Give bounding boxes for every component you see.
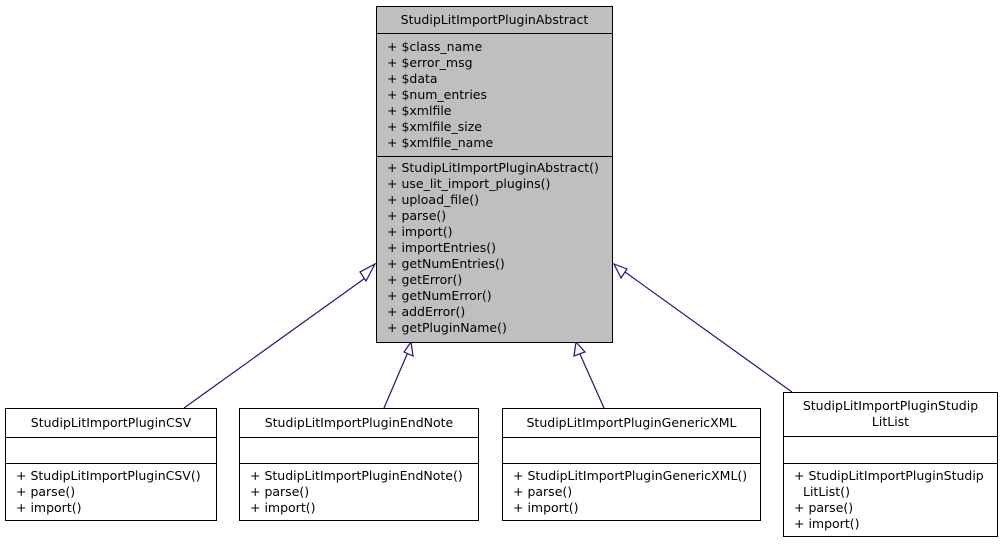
attribute: + $xmlfile_name (387, 135, 494, 150)
methods: + StudipLitImportPluginCSV() + parse() +… (6, 463, 216, 516)
attributes-empty (6, 437, 216, 463)
class-name: StudipLitImportPluginGenericXML (526, 415, 737, 430)
arrowhead-csv (359, 262, 377, 283)
method: + getPluginName() (387, 320, 507, 335)
attribute: + $num_entries (387, 87, 487, 102)
method: + getNumError() (387, 288, 492, 303)
method: + getError() (387, 272, 463, 287)
arrowhead-studiplitlist (612, 262, 628, 280)
base-class-box: StudipLitImportPluginAbstract + $class_n… (376, 6, 613, 343)
class-box-genericxml: StudipLitImportPluginGenericXML + Studip… (502, 408, 761, 521)
method: LitList() (803, 484, 850, 499)
method: + parse() (794, 500, 854, 515)
edge-endnote (383, 351, 409, 409)
method: + import() (794, 516, 860, 531)
arrowhead-endnote (403, 340, 414, 357)
edge-studiplitlist (624, 271, 793, 393)
method: + import() (16, 500, 82, 515)
class-box-csv: StudipLitImportPluginCSV + StudipLitImpo… (5, 408, 217, 521)
method: + StudipLitImportPluginCSV() (16, 468, 201, 483)
attribute: + $error_msg (387, 55, 473, 70)
method: + StudipLitImportPluginAbstract() (387, 160, 599, 175)
method: + StudipLitImportPluginGenericXML() (513, 468, 748, 483)
edge-csv (183, 275, 369, 409)
method: + parse() (250, 484, 310, 499)
attribute: + $xmlfile_size (387, 119, 482, 134)
attributes-empty (784, 436, 997, 463)
method: + import() (250, 500, 316, 515)
method: + StudipLitImportPluginStudip (794, 468, 984, 483)
class-name: StudipLitImportPluginStudip LitList (802, 398, 979, 429)
attribute: + $class_name (387, 39, 483, 54)
method: + addError() (387, 304, 466, 319)
base-methods: + StudipLitImportPluginAbstract() + use_… (377, 156, 612, 336)
methods: + StudipLitImportPluginStudip LitList() … (784, 463, 997, 532)
class-name: StudipLitImportPluginEndNote (264, 415, 454, 430)
method: + StudipLitImportPluginEndNote() (250, 468, 463, 483)
attribute: + $data (387, 71, 438, 86)
methods: + StudipLitImportPluginGenericXML() + pa… (503, 463, 760, 516)
class-box-studiplitlist: StudipLitImportPluginStudip LitList + St… (783, 392, 998, 537)
attributes-empty (240, 437, 478, 463)
attributes-empty (503, 437, 760, 463)
method: + import() (513, 500, 579, 515)
class-box-endnote: StudipLitImportPluginEndNote + StudipLit… (239, 408, 479, 521)
method: + importEntries() (387, 240, 497, 255)
method: + parse() (16, 484, 76, 499)
class-name: StudipLitImportPluginCSV (30, 415, 192, 430)
base-attributes: + $class_name + $error_msg + $data + $nu… (377, 33, 612, 156)
attribute: + $xmlfile (387, 103, 452, 118)
arrowhead-genericxml (573, 340, 587, 357)
method: + parse() (387, 208, 447, 223)
method: + getNumEntries() (387, 256, 505, 271)
base-class-name: StudipLitImportPluginAbstract (400, 12, 589, 27)
methods: + StudipLitImportPluginEndNote() + parse… (240, 463, 478, 516)
method: + upload_file() (387, 192, 480, 207)
method: + use_lit_import_plugins() (387, 176, 551, 191)
method: + import() (387, 224, 453, 239)
edge-genericxml (578, 351, 605, 409)
method: + parse() (513, 484, 573, 499)
